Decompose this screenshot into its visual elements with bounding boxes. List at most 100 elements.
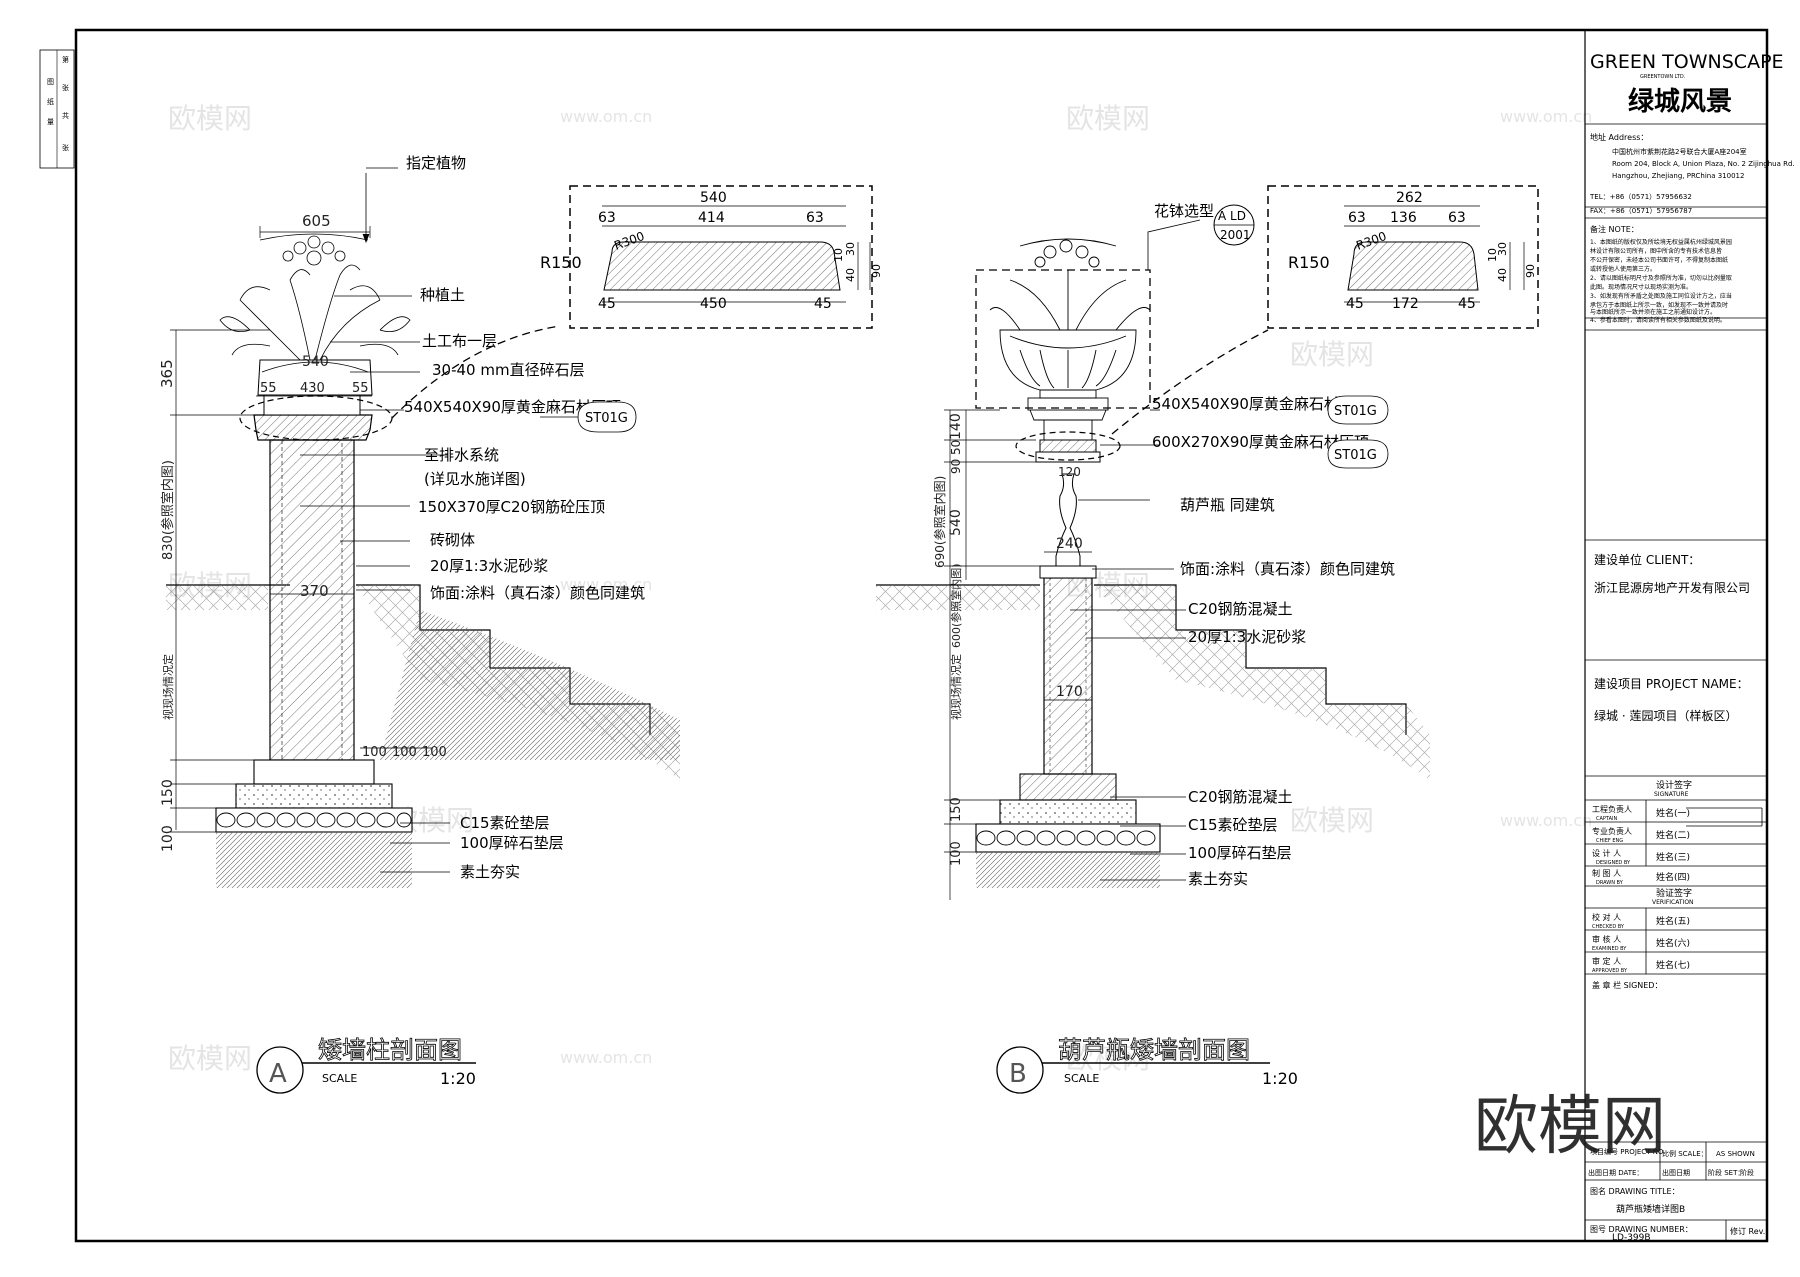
svg-text:ST01G: ST01G <box>1334 448 1377 463</box>
role-1-cn: 专业负责人 <box>1592 826 1632 836</box>
svg-text:40: 40 <box>844 268 857 282</box>
label-a-drain-note: (详见水施详图) <box>424 470 526 488</box>
urn-select-box <box>975 269 1151 409</box>
dim-b-100: 100 <box>949 841 964 866</box>
title-a: A 矮墙柱剖面图 SCALE 1:20 <box>256 1036 476 1094</box>
drawing-title-label: 图名 DRAWING TITLE： <box>1590 1186 1680 1196</box>
urn-icon <box>989 238 1151 440</box>
client-value: 浙江昆源房地产开发有限公司 <box>1594 580 1750 595</box>
column-b-body <box>1043 577 1093 775</box>
svg-text:ST01G: ST01G <box>585 411 628 426</box>
label-b-crushed: 100厚碎石垫层 <box>1188 844 1292 862</box>
column-a-body <box>269 439 355 761</box>
tag-a-st01g: ST01G <box>540 401 637 433</box>
ver-0-en: CHECKED BY <box>1592 924 1625 930</box>
label-b-finish: 饰面:涂料（真石漆）颜色同建筑 <box>1180 560 1395 578</box>
svg-text:45: 45 <box>1458 296 1476 312</box>
label-b-gourd: 葫芦瓶 同建筑 <box>1180 496 1275 514</box>
drawing-a: 605 540 55 430 55 370 365 830(参照室内图) 100… <box>158 154 883 1094</box>
role-0-cn: 工程负责人 <box>1592 804 1632 814</box>
title-a-scale: 1:20 <box>440 1069 476 1088</box>
dim-a-605: 605 <box>302 212 331 230</box>
watermark-url-4: www.om.cn <box>560 575 652 594</box>
role-2-name: 姓名(三) <box>1656 851 1690 863</box>
label-b-mortar: 20厚1:3水泥砂浆 <box>1188 628 1306 646</box>
ver-2-cn: 审 定 人 <box>1592 956 1621 966</box>
strip-c2-2: 共 <box>62 111 69 120</box>
dim-a-370: 370 <box>300 582 329 600</box>
ver-1-cn: 审 核 人 <box>1592 934 1621 944</box>
scale-label: 比例 SCALE： <box>1662 1149 1708 1158</box>
label-a-finish: 饰面:涂料（真石漆）颜色同建筑 <box>430 584 645 602</box>
note-1: 林设计有限公司所有，图中所含的专有技术信息皆 <box>1590 247 1722 255</box>
dim-b-140: 140 <box>948 413 964 440</box>
address-line-0: 中国杭州市紫荆花路2号联合大厦A座204室 <box>1612 147 1747 156</box>
role-1-name: 姓名(二) <box>1656 829 1690 841</box>
proj-no-label: 项目编号 PROJECT NO. <box>1590 1147 1665 1156</box>
role-3-en: DRAWN BY <box>1596 880 1624 886</box>
watermark-7: 欧模网 <box>1290 804 1374 837</box>
dim-b-540: 540 <box>948 509 964 536</box>
dim-b-170: 170 <box>1056 684 1083 700</box>
brand-small: GREENTOWN LTD. <box>1640 74 1686 80</box>
label-b-urn: 花钵选型 <box>1154 202 1214 220</box>
svg-text:R150: R150 <box>1288 253 1330 272</box>
dim-a-100a: 100 <box>362 745 387 760</box>
note-title: 备注 NOTE： <box>1590 224 1639 234</box>
svg-text:A LD: A LD <box>1218 209 1246 223</box>
dim-b-50: 50 <box>949 440 963 455</box>
plant-a-icon <box>219 233 411 361</box>
svg-text:136: 136 <box>1390 210 1417 226</box>
svg-text:540: 540 <box>700 190 727 206</box>
note-6: 3、如发现有所矛盾之处图及施工同位设计方之，应当 <box>1590 292 1732 300</box>
drawing-b: 140 50 90 540 690(参照室内图) 600(参照室内图) 120 … <box>876 185 1539 1094</box>
svg-text:262: 262 <box>1396 190 1423 206</box>
svg-text:63: 63 <box>1348 210 1366 226</box>
dim-b-120: 120 <box>1058 465 1081 479</box>
ver-1-name: 姓名(六) <box>1656 937 1690 949</box>
dim-a-55r: 55 <box>352 381 369 396</box>
svg-text:90: 90 <box>870 264 883 278</box>
label-a-beam: 150X370厚C20钢筋砼压顶 <box>418 498 605 516</box>
note-2: 不公开保密，未经本公司书面许可，不得复制本图纸 <box>1590 256 1728 264</box>
address-line-1: Room 204, Block A, Union Plaza, No. 2 Zi… <box>1612 160 1795 168</box>
label-b-coping2: 600X270X90厚黄金麻石材压顶 <box>1152 433 1369 451</box>
set-label: 阶段 SET： <box>1708 1168 1744 1177</box>
brand-cn: 绿城风景 <box>1628 87 1732 117</box>
svg-text:30: 30 <box>844 242 857 256</box>
big-watermark: 欧模网 <box>1474 1090 1666 1164</box>
label-a-c15: C15素砼垫层 <box>460 814 550 832</box>
title-b-letter: B <box>1009 1059 1027 1089</box>
label-a-geotextile: 土工布一层 <box>422 332 497 350</box>
label-a-soil: 种植土 <box>420 286 465 304</box>
svg-text:45: 45 <box>598 296 616 312</box>
title-a-text: 矮墙柱剖面图 <box>318 1036 462 1064</box>
role-0-name: 姓名(一) <box>1656 807 1690 819</box>
ref-bubble-b: A LD 2001 <box>1213 204 1255 246</box>
label-a-plant: 指定植物 <box>406 154 466 172</box>
svg-text:63: 63 <box>1448 210 1466 226</box>
client-label: 建设单位 CLIENT： <box>1594 552 1700 567</box>
left-strip: 图 纸 量 第 张 共 张 <box>39 49 75 169</box>
watermark-3: 欧模网 <box>1290 338 1374 371</box>
drawing-title-value: 葫芦瓶矮墙详图B <box>1616 1203 1685 1215</box>
address-title: 地址 Address： <box>1590 132 1648 142</box>
title-b-scale: 1:20 <box>1262 1069 1298 1088</box>
watermark-url-2: www.om.cn <box>1500 107 1592 126</box>
note-5: 此图。现场情况尺寸以现场实测为准。 <box>1590 283 1692 291</box>
brand: GREEN TOWNSCAPE GREENTOWN LTD. 绿城风景 <box>1590 51 1784 117</box>
dim-a-100d: 100 <box>160 825 176 852</box>
project-label: 建设项目 PROJECT NAME： <box>1594 677 1749 691</box>
ver-sub: VERIFICATION <box>1652 899 1694 906</box>
ver-2-en: APPROVED BY <box>1592 968 1628 974</box>
dim-a-365: 365 <box>158 359 176 388</box>
role-3-name: 姓名(四) <box>1656 871 1690 883</box>
label-b-c20a: C20钢筋混凝土 <box>1188 600 1293 618</box>
rev-label: 修订 Rev. <box>1730 1226 1765 1236</box>
sig-title: 设计签字 <box>1656 779 1692 791</box>
label-a-gravel: 30-40 mm直径碎石层 <box>432 361 585 379</box>
watermark-1: 欧模网 <box>168 102 252 135</box>
ver-title: 验证签字 <box>1656 887 1692 899</box>
dim-b-site: 视现场情况定 <box>949 654 963 720</box>
